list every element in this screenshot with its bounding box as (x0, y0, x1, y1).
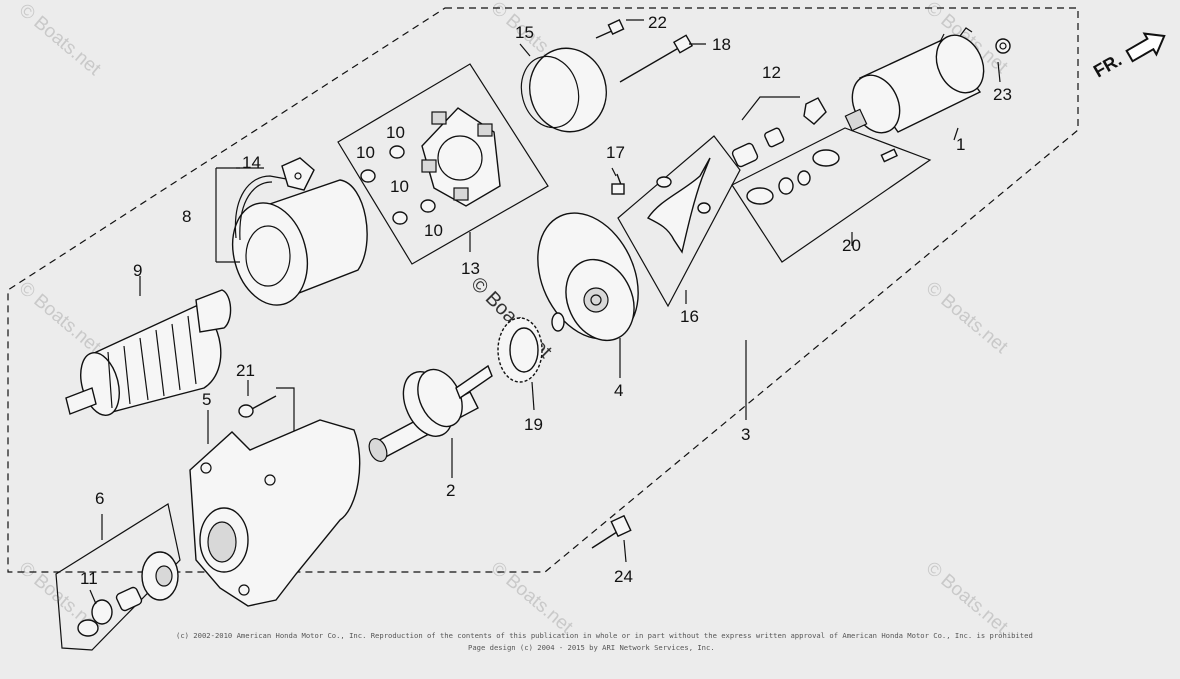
pinion-gear-part[interactable] (77, 551, 179, 637)
brush-holder-part[interactable] (421, 107, 501, 207)
leader-lines (89, 19, 1001, 605)
drive-shaft-part[interactable] (366, 362, 493, 464)
nut-part[interactable] (995, 38, 1011, 54)
bolt-part[interactable] (238, 395, 277, 418)
callout-4[interactable]: 4 (614, 381, 623, 400)
leader-line (276, 387, 295, 440)
arrow-icon (1125, 32, 1166, 63)
shift-lever-part[interactable] (646, 157, 711, 254)
bolt-part[interactable] (595, 19, 625, 39)
armature-part[interactable] (65, 289, 232, 420)
callout-16[interactable]: 16 (680, 307, 699, 326)
terminal-part[interactable] (281, 157, 315, 191)
callout-23[interactable]: 23 (993, 85, 1012, 104)
callout-6[interactable]: 6 (95, 489, 104, 508)
reduction-gear-part[interactable] (497, 312, 565, 383)
watermark: © Boats.net (487, 558, 577, 639)
lever-kit-outline (617, 135, 741, 308)
callout-24[interactable]: 24 (614, 567, 633, 586)
through-bolt-part[interactable] (619, 34, 694, 83)
callout-20[interactable]: 20 (842, 236, 861, 255)
solenoid-part[interactable] (843, 27, 992, 141)
page-design-line: Page design (c) 2004 - 2015 by ARI Netwo… (468, 643, 715, 652)
callout-21[interactable]: 21 (236, 361, 255, 380)
front-housing-part[interactable] (518, 197, 657, 356)
callout-18[interactable]: 18 (712, 35, 731, 54)
solenoid-kit-part[interactable] (746, 148, 898, 205)
watermark: © Boats.net (15, 0, 105, 80)
yoke-part[interactable] (222, 175, 368, 314)
callout-8[interactable]: 8 (182, 207, 191, 226)
callout-5[interactable]: 5 (202, 390, 211, 409)
end-cover-part[interactable] (514, 40, 616, 141)
watermark: © Boats.net (922, 558, 1012, 639)
callout-10[interactable]: 10 (386, 123, 405, 142)
callout-22[interactable]: 22 (648, 13, 667, 32)
callout-2[interactable]: 2 (446, 481, 455, 500)
brush-spring-part[interactable] (360, 145, 436, 225)
watermark: © Boats.net (15, 278, 105, 359)
front-direction-indicator: FR. (1090, 32, 1166, 82)
callout-11[interactable]: 11 (80, 569, 98, 588)
copyright-line: (c) 2002-2010 American Honda Motor Co., … (176, 631, 1033, 640)
callout-19[interactable]: 19 (524, 415, 543, 434)
callout-9[interactable]: 9 (133, 261, 142, 280)
callout-12[interactable]: 12 (762, 63, 781, 82)
gear-housing-part[interactable] (189, 419, 361, 607)
direction-label: FR. (1090, 50, 1125, 82)
callout-10[interactable]: 10 (390, 177, 409, 196)
callout-15[interactable]: 15 (515, 23, 534, 42)
spring-part[interactable] (731, 97, 827, 168)
callout-14[interactable]: 14 (242, 153, 261, 172)
callout-3[interactable]: 3 (741, 425, 750, 444)
bolt-part[interactable] (611, 173, 625, 195)
callout-17[interactable]: 17 (606, 143, 625, 162)
callout-13[interactable]: 13 (461, 259, 480, 278)
brush-holder-outline (337, 63, 549, 265)
callout-1[interactable]: 1 (956, 135, 965, 154)
callout-10[interactable]: 10 (356, 143, 375, 162)
callout-10[interactable]: 10 (424, 221, 443, 240)
watermark: © Boats.net (922, 278, 1012, 359)
bolt-part[interactable] (591, 514, 632, 549)
leader-line (741, 96, 800, 121)
kit-outline (731, 127, 932, 263)
